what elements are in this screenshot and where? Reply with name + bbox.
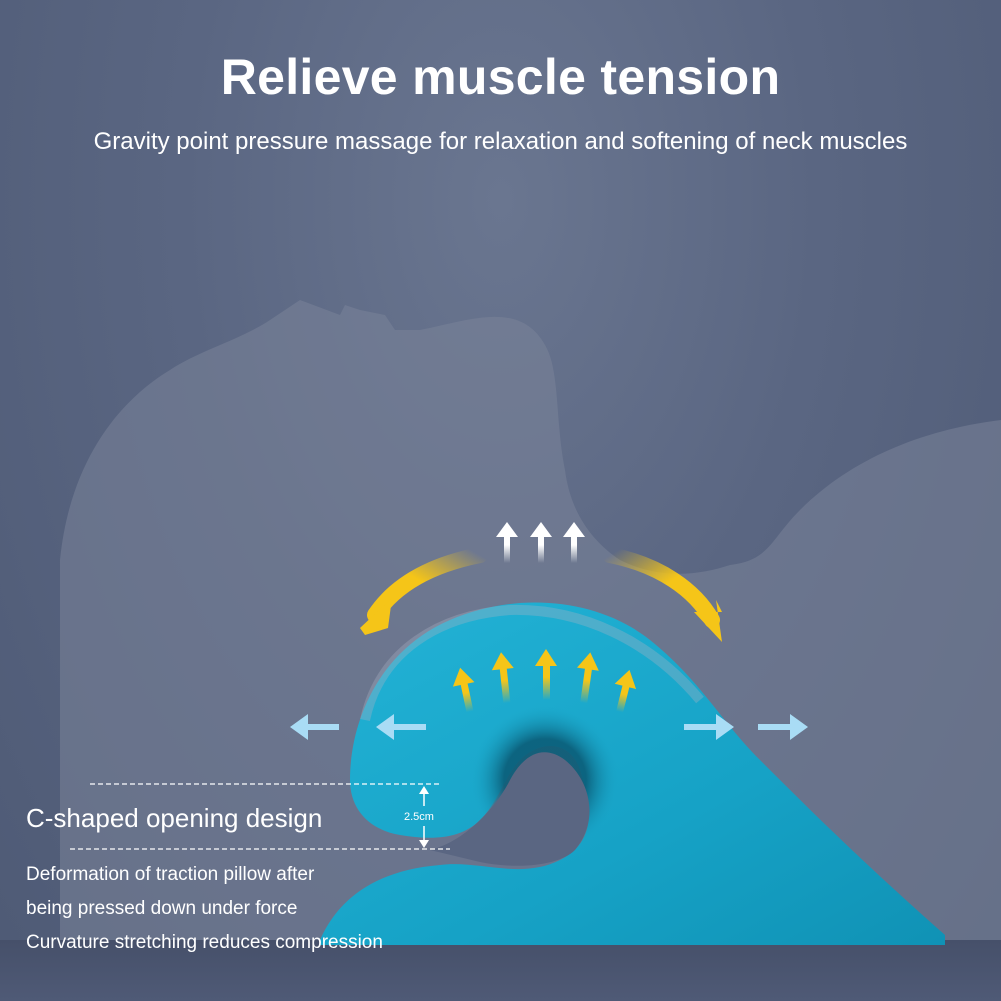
feature-line: Curvature stretching reduces compression <box>26 932 383 953</box>
feature-line: Deformation of traction pillow after <box>26 864 315 885</box>
white-up-arrow-icon <box>530 522 552 563</box>
white-up-arrow-icon <box>563 522 585 563</box>
light-blue-left-arrow-icon <box>290 714 339 740</box>
white-up-arrow-icon <box>496 522 518 563</box>
dimension-label: 2.5cm <box>404 811 434 823</box>
yellow-up-arrow-icon <box>577 652 599 704</box>
c-opening <box>430 752 590 866</box>
yellow-up-arrow-icon <box>614 669 637 713</box>
feature-heading: C-shaped opening design <box>26 803 323 833</box>
dimension-arrow-icon <box>419 786 429 848</box>
floor-surface <box>0 940 1001 1001</box>
yellow-up-arrow-icon <box>535 649 557 700</box>
page-subtitle: Gravity point pressure massage for relax… <box>93 128 908 155</box>
light-blue-right-arrow-icon <box>758 714 808 740</box>
feature-line: being pressed down under force <box>26 898 298 919</box>
yellow-curved-arrow-icon <box>602 547 722 642</box>
yellow-up-arrow-icon <box>491 652 514 704</box>
yellow-curved-arrow-icon <box>360 547 488 635</box>
light-blue-left-arrow-icon <box>376 714 426 740</box>
light-blue-right-arrow-icon <box>684 714 734 740</box>
page-title: Relieve muscle tension <box>220 49 781 105</box>
yellow-up-arrow-icon <box>452 667 475 713</box>
neck-pillow <box>320 602 945 945</box>
